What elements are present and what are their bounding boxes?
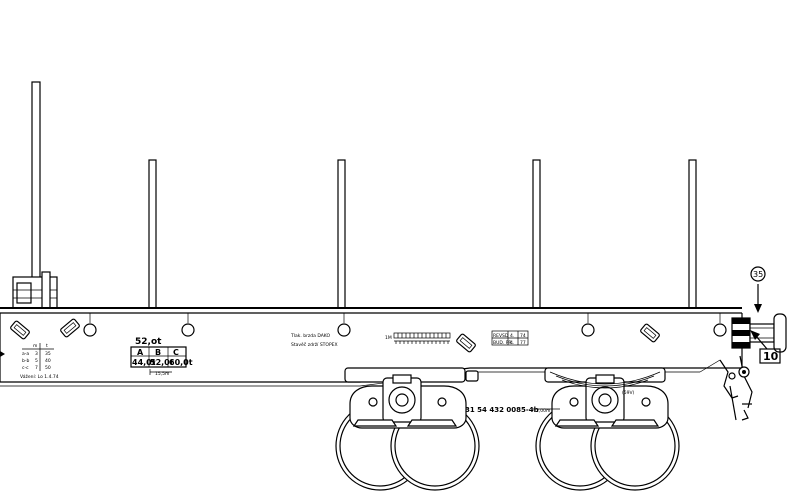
revision-depot: SD bbox=[502, 333, 509, 339]
track-limits-row-m: 3 bbox=[35, 351, 38, 357]
buffer-band bbox=[732, 330, 750, 336]
load-value-c: 60,0t bbox=[169, 358, 193, 367]
track-limits-row-t: 50 bbox=[45, 365, 51, 371]
wagon-number: 31 54 432 0085-4b bbox=[465, 406, 539, 414]
end-marker bbox=[0, 351, 5, 357]
track-limits-row-t: 35 bbox=[45, 351, 51, 357]
stakes bbox=[31, 81, 697, 309]
buffer-assembly bbox=[731, 313, 787, 353]
load-capacity: 52,ot bbox=[135, 337, 162, 347]
rope-hook bbox=[337, 313, 351, 337]
track-limits-table: m t a-a 3 35 b-b 5 40 c-c 7 50 Vážení: L… bbox=[20, 343, 59, 380]
stake bbox=[688, 159, 697, 309]
brake-label-1: Tlak. brzda DAKO bbox=[290, 333, 331, 339]
stake bbox=[532, 159, 541, 309]
rope-hooks bbox=[83, 313, 727, 337]
bogie-right bbox=[535, 367, 680, 491]
revision-year: 74 bbox=[520, 333, 526, 339]
load-header-c: C bbox=[173, 348, 179, 357]
callout-box-label: 10 bbox=[763, 350, 779, 363]
rope-hook bbox=[181, 313, 195, 337]
buffer-band bbox=[732, 318, 750, 324]
stake bbox=[337, 159, 346, 309]
rope-hook bbox=[83, 313, 97, 337]
brake-label-2: Stavěč zdrží STOPEX bbox=[291, 341, 338, 348]
track-limits-row-label: b-b bbox=[22, 358, 29, 364]
coupling-hook bbox=[699, 355, 753, 421]
load-value-b: 52,0t bbox=[150, 358, 174, 367]
wagon-number-group: 31 54 432 0085-4b 2,00m (59V) bbox=[465, 390, 635, 414]
track-limits-row-m: 5 bbox=[35, 358, 38, 364]
load-capacity-table: 52,ot A B C 44,0t 52,0t 60,0t 15,5m bbox=[130, 337, 193, 377]
next-revision-year: 77 bbox=[520, 340, 526, 346]
leaf-spring bbox=[549, 371, 661, 389]
buffer-head bbox=[773, 313, 787, 353]
load-span-note: 15,5m bbox=[155, 371, 169, 377]
weighing-note: Vážení: Lo 1.4.74 bbox=[20, 373, 59, 380]
revision-box: REV SD 4. 74 BUD. PR. 4. 77 bbox=[491, 330, 529, 346]
revision-code: REV bbox=[493, 333, 503, 339]
rope-hook bbox=[581, 313, 595, 337]
track-limits-header-t: t bbox=[46, 343, 48, 349]
rope-hook bbox=[713, 313, 727, 337]
buffer-band bbox=[732, 342, 750, 348]
bogie-left bbox=[335, 367, 480, 491]
lashing-plates bbox=[10, 318, 660, 353]
track-limits-row-m: 7 bbox=[35, 365, 38, 371]
brake-labels: Tlak. brzda DAKO Stavěč zdrží STOPEX bbox=[290, 333, 338, 348]
scale-bar: 1M bbox=[385, 332, 451, 344]
bogie-code: (59V) bbox=[622, 390, 635, 396]
scale-graduation bbox=[395, 341, 449, 344]
next-revision-code: BUD. PR. bbox=[493, 340, 513, 346]
track-limits-row-label: c-c bbox=[22, 366, 29, 371]
scale-ticks bbox=[397, 333, 447, 338]
stake-end bbox=[31, 81, 41, 309]
load-value-a: 44,0t bbox=[132, 358, 156, 367]
track-limits-row-t: 40 bbox=[45, 358, 51, 364]
stake bbox=[148, 159, 157, 309]
load-header-b: B bbox=[155, 348, 161, 357]
next-revision-month: 4. bbox=[510, 340, 514, 346]
deck bbox=[0, 307, 742, 314]
callout-circle-label: 35 bbox=[753, 270, 763, 279]
track-limits-row-label: a-a bbox=[22, 352, 29, 357]
scale-label: 1M bbox=[385, 335, 392, 341]
revision-month: 4. bbox=[510, 333, 514, 339]
stake-bracket bbox=[12, 271, 58, 309]
wheelbase-note: 2,00m bbox=[536, 408, 550, 414]
callout-35: 35 bbox=[750, 266, 766, 313]
load-header-a: A bbox=[137, 348, 144, 357]
callout-10: 10 bbox=[750, 330, 781, 364]
track-limits-header-m: m bbox=[33, 344, 37, 349]
